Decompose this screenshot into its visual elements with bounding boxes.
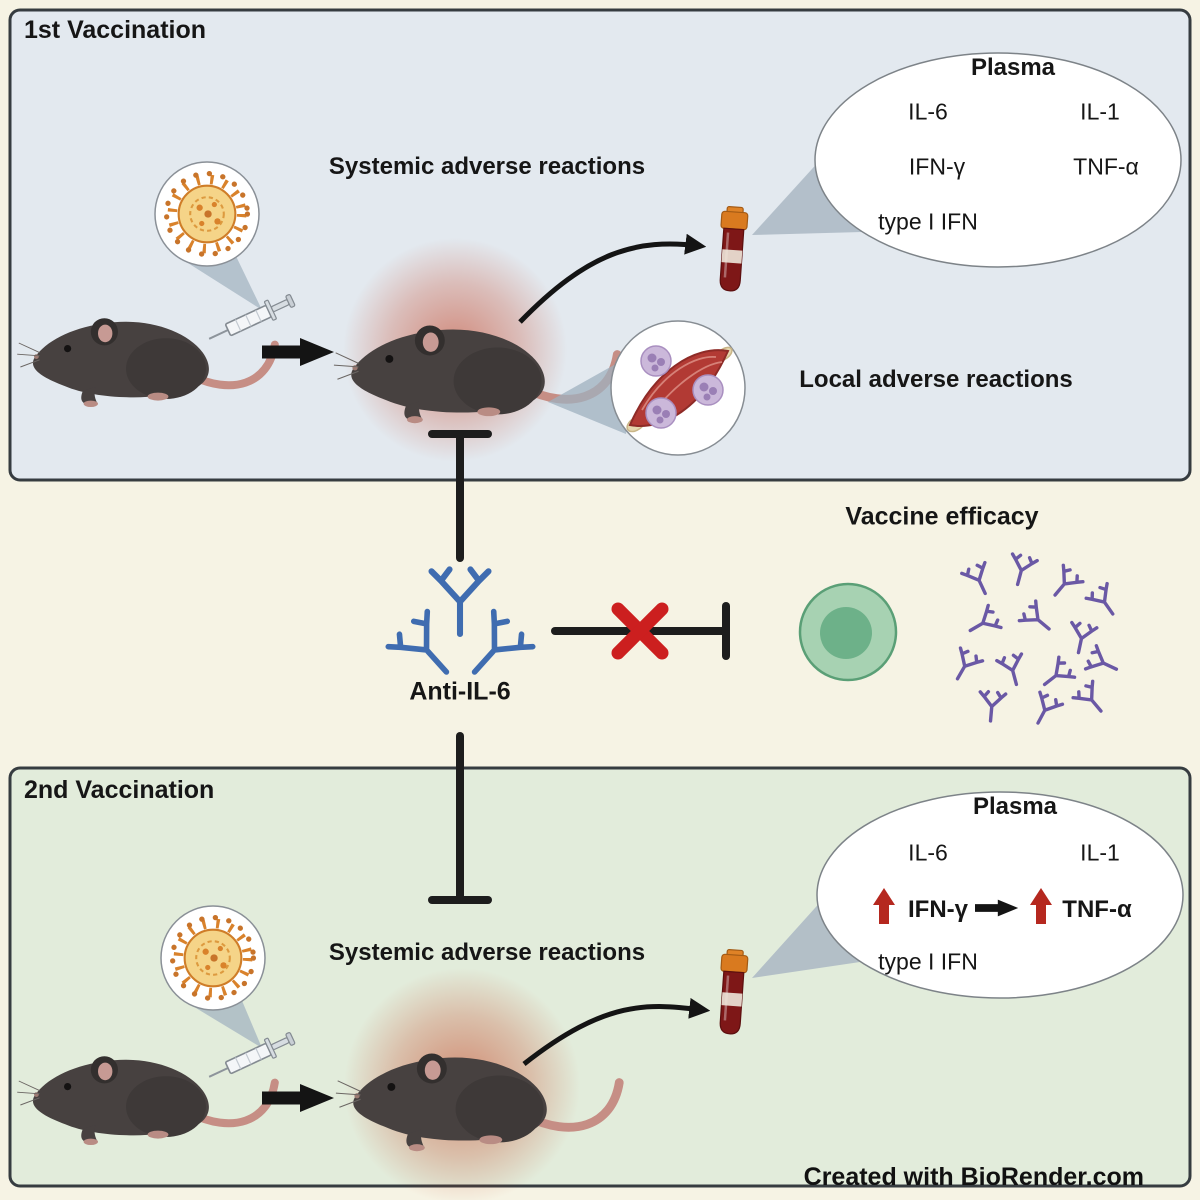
systemic-reactions-label: Systemic adverse reactions [328, 939, 646, 966]
immune-cell-icon [645, 397, 677, 429]
immune-cell-icon [692, 374, 724, 406]
plasma-callout-ellipse [816, 791, 1184, 999]
cytokine-type1ifn-label: type I IFN [878, 948, 978, 975]
local-reactions-label: Local adverse reactions [799, 366, 1073, 393]
cytokine-type1ifn-label: type I IFN [878, 208, 978, 235]
cytokine-ifng-label: IFN-γ [908, 896, 968, 923]
plasma-title: Plasma [972, 793, 1058, 820]
second-panel-title: 2nd Vaccination [24, 776, 215, 804]
middle-graphics [387, 430, 1125, 904]
first-panel-title: 1st Vaccination [24, 16, 207, 44]
immune-cell-icon [640, 345, 672, 377]
plasma-title: Plasma [970, 54, 1056, 81]
cytokine-tnfa-label: TNF-α [1062, 896, 1132, 923]
cytokine-ifng-label: IFN-γ [908, 153, 966, 180]
curved-arrow-to-tube [518, 233, 707, 324]
inhibition-bar-top [428, 430, 492, 562]
first-panel-graphics [17, 52, 1182, 462]
cytokine-il1-label: IL-1 [1080, 839, 1120, 866]
cytokine-tnfa-label: TNF-α [1073, 153, 1139, 180]
second-panel-graphics [17, 791, 1184, 1200]
curved-arrow-to-tube [522, 997, 711, 1066]
cell-nucleus [820, 607, 872, 659]
plasma-callout-ellipse [814, 52, 1182, 268]
anti-il6-label: Anti-IL-6 [409, 677, 511, 706]
inhibition-bar-bottom [428, 732, 492, 904]
cytokine-il6-label: IL-6 [908, 839, 948, 866]
systemic-reactions-label: Systemic adverse reactions [328, 153, 646, 180]
muscle-callout-cone [548, 356, 630, 434]
cytokine-il6-label: IL-6 [908, 98, 948, 125]
red-cross-icon [611, 602, 669, 660]
cytokine-il1-label: IL-1 [1080, 98, 1120, 125]
vaccine-efficacy-label: Vaccine efficacy [845, 502, 1039, 531]
magnifier-cone [180, 252, 262, 310]
biorender-credit: Created with BioRender.com [803, 1163, 1144, 1191]
